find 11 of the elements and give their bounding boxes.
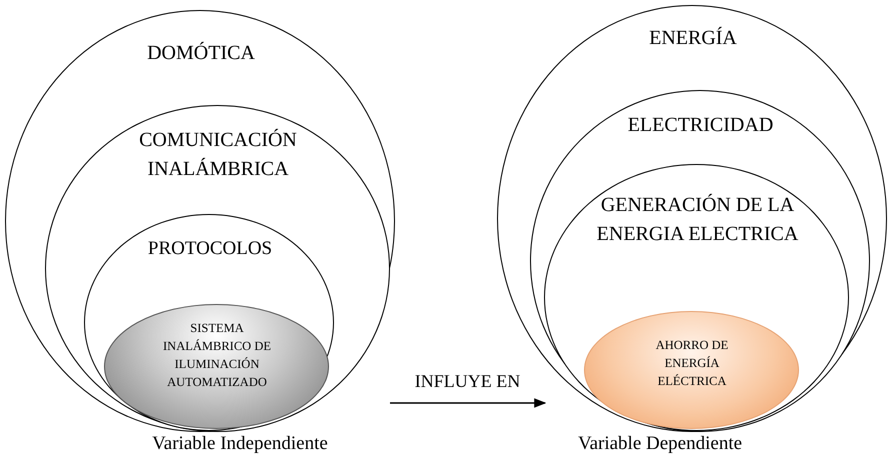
ellipse-label: ENERGÍA (648, 26, 738, 51)
ellipse-label: PROTOCOLOS (146, 237, 274, 261)
ellipse-label: AHORRO DE ENERGÍA ELÉCTRICA (654, 336, 730, 390)
caption: Variable Independiente (152, 433, 328, 455)
ellipse-label: DOMÓTICA (146, 40, 256, 66)
caption: Variable Dependiente (578, 433, 742, 455)
ellipse-label: COMUNICACIÓN INALÁMBRICA (138, 128, 298, 182)
ellipse-label: ELECTRICIDAD (626, 112, 774, 138)
ellipse-label: SISTEMA INALÁMBRICO DE ILUMINACIÓN AUTOMATIZADO (162, 320, 272, 391)
arrow (390, 398, 546, 408)
ellipse-label: GENERACIÓN DE LA ENERGIA ELECTRICA (596, 192, 800, 247)
